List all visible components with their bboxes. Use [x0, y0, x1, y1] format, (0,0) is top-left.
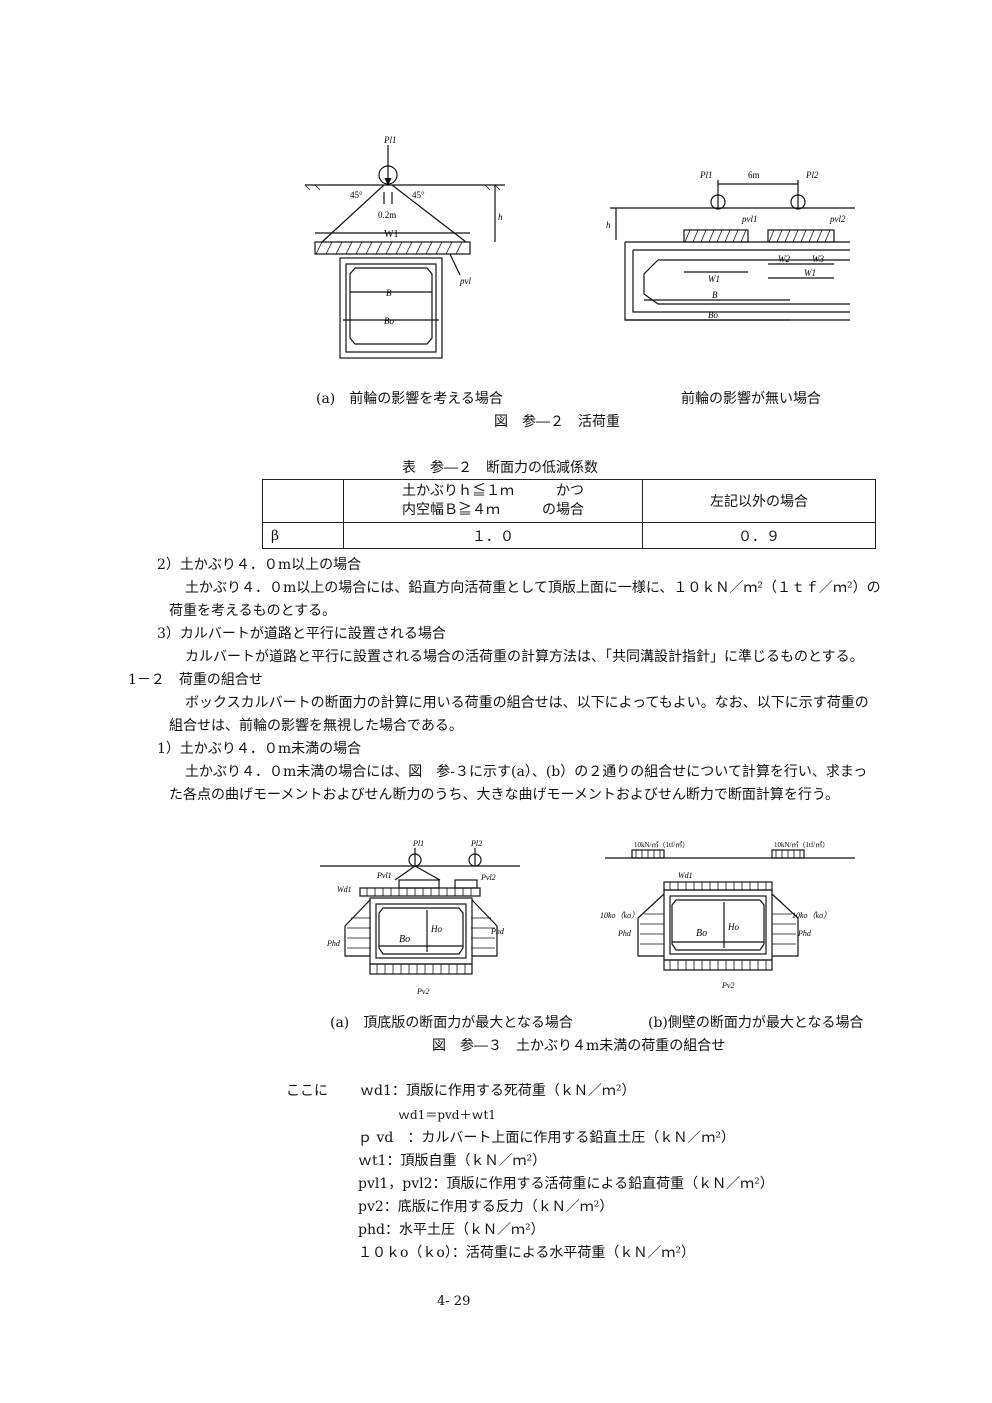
s1-text-2: た各点の曲げモーメントおよびせん断力のうち、大きな曲げモーメントおよびせん断力で…: [169, 787, 840, 803]
figure-2a-diagram: Pl1 45° 45° 0.2m W1 h pvl B Bo: [304, 135, 505, 359]
table-corner-cell: [262, 479, 344, 523]
ko-left-label: 10ko（ko）: [600, 911, 639, 920]
pl1-label: Pl1: [412, 839, 424, 848]
width-label: 0.2m: [378, 210, 396, 220]
definition-wd1: ｗd1：頂版に作用する死荷重（ｋＮ／ｍ²）: [360, 1083, 636, 1099]
s1-heading: 1）土かぶり４．０m未満の場合: [157, 741, 362, 757]
definition-phd: phd：水平土圧（ｋＮ／ｍ²）: [358, 1222, 545, 1238]
s2-text-1: 土かぶり４．０m以上の場合には、鉛直方向活荷重として頂版上面に一様に、１０ｋＮ／…: [185, 580, 881, 596]
pvl1-label: pvl1: [741, 214, 758, 224]
h-label: h: [498, 212, 503, 222]
definitions-intro: ここに: [286, 1083, 328, 1099]
table-value-2: ０．９: [642, 522, 876, 549]
pl1-label: Pl1: [383, 135, 397, 145]
bo-label: Bo: [399, 934, 410, 945]
fig3-caption-b: (b)側壁の断面力が最大となる場合: [648, 1015, 864, 1031]
w1b-label: W1: [804, 268, 816, 278]
h-label: h: [606, 220, 611, 230]
pvl-label: pvl: [459, 276, 471, 286]
s1-text-1: 土かぶり４．０m未満の場合には、図 参‐３に示す(a）、(b）の２通りの組合せに…: [185, 764, 868, 780]
fig3-title: 図 参―３ 土かぶり４m未満の荷重の組合せ: [432, 1038, 726, 1054]
fig2-title: 図 参―２ 活荷重: [494, 414, 620, 430]
figure-3b-diagram: 10kN/㎡（1tf/㎡） 10kN/㎡（1tf/㎡） Wd1 10ko（ko）…: [600, 841, 855, 990]
angle-left-label: 45°: [350, 190, 363, 200]
definition-pvl: pvl1，pvl2：頂版に作用する活荷重による鉛直荷重（ｋＮ／ｍ²）: [358, 1176, 774, 1192]
pl2-label: Pl2: [470, 839, 482, 848]
table-value-1: １．０: [343, 522, 643, 549]
table-row-label: β: [262, 522, 344, 549]
ho-label: Ho: [430, 924, 442, 934]
table-header-condition: 土かぶりｈ≦１ｍ かつ 内空幅Ｂ≧４ｍ の場合: [343, 479, 643, 523]
phd-left-label: Phd: [617, 929, 632, 938]
sec12-text-2: 組合せは、前輪の影響を無視した場合である。: [169, 718, 463, 734]
angle-right-label: 45°: [412, 190, 425, 200]
s3-text: カルバートが道路と平行に設置される場合の活荷重の計算方法は、「共同溝設計指針」に…: [185, 649, 864, 665]
definition-wd1-equation: ｗd1＝pvd＋ｗt1: [398, 1108, 496, 1122]
table-header-other: 左記以外の場合: [642, 479, 876, 523]
w2-label: W2: [778, 254, 790, 264]
phd-right-label: Phd: [797, 929, 812, 938]
bo-label: Bo: [384, 316, 394, 326]
definition-pvd: ｐ vd ：カルバート上面に作用する鉛直土圧（ｋＮ／ｍ²）: [358, 1130, 735, 1146]
pl2-label: Pl2: [805, 170, 819, 180]
phd-left-label: Phd: [326, 939, 341, 948]
w1-label: W1: [708, 274, 720, 284]
load-left-label: 10kN/㎡（1tf/㎡）: [634, 841, 689, 849]
bo-label: Bo: [708, 310, 718, 320]
b-label: B: [386, 288, 392, 298]
pv2-label: Pv2: [416, 987, 429, 996]
ho-label: Ho: [727, 922, 739, 932]
pl1-label: Pl1: [699, 170, 713, 180]
s2-heading: 2）土かぶり４．０m以上の場合: [157, 557, 362, 573]
definition-pv2: pv2：底版に作用する反力（ｋＮ／ｍ²）: [358, 1199, 614, 1215]
pv2-label: Pv2: [721, 981, 734, 990]
table-title: 表 参―２ 断面力の低減係数: [402, 460, 598, 476]
wd1-label: Wd1: [337, 885, 352, 894]
figure-2b-diagram: Pl1 Pl2 6m h pvl1 pvl2 W1 W2 W3 W1 B Bo: [606, 170, 855, 321]
s2-text-2: 荷重を考えるものとする。: [169, 603, 337, 619]
fig2-caption-a: (a) 前輪の影響を考える場合: [316, 391, 503, 407]
bo-label: Bo: [696, 928, 707, 939]
w3-label: W3: [812, 254, 824, 264]
phd-right-label: Phd: [490, 927, 505, 936]
ko-right-label: 10ko（ko）: [792, 911, 831, 920]
sec12-text-1: ボックスカルバートの断面力の計算に用いる荷重の組合せは、以下によってもよい。なお…: [185, 695, 869, 711]
fig3-caption-a: (a) 頂底版の断面力が最大となる場合: [330, 1015, 573, 1031]
page-number: 4‐ 29: [437, 1294, 471, 1309]
figure-3a-diagram: Pl1 Pl2 Pvl1 Pvl2 Wd1 Phd Phd Bo Ho Pv2: [320, 839, 520, 996]
pvl2-label: pvl2: [829, 214, 846, 224]
w1-label: W1: [384, 229, 398, 240]
reduction-factor-table: 土かぶりｈ≦１ｍ かつ 内空幅Ｂ≧４ｍ の場合 左記以外の場合 β １．０ ０．…: [262, 479, 876, 549]
wd1-label: Wd1: [678, 871, 693, 880]
definition-wt1: ｗt1：頂版自重（ｋＮ／ｍ²）: [358, 1153, 547, 1169]
load-right-label: 10kN/㎡（1tf/㎡）: [774, 841, 829, 849]
pvl2-label: Pvl2: [480, 873, 496, 882]
b-label: B: [712, 290, 718, 300]
pvl1-label: Pvl1: [376, 871, 392, 880]
s3-heading: 3）カルバートが道路と平行に設置される場合: [157, 626, 446, 642]
spacing-label: 6m: [748, 170, 760, 180]
sec12-heading: 1－２ 荷重の組合せ: [128, 672, 263, 688]
definition-10ko: １０ｋo（ｋo）：活荷重による水平荷重（ｋＮ／ｍ²）: [358, 1245, 696, 1261]
fig2-caption-b: 前輪の影響が無い場合: [681, 391, 821, 407]
